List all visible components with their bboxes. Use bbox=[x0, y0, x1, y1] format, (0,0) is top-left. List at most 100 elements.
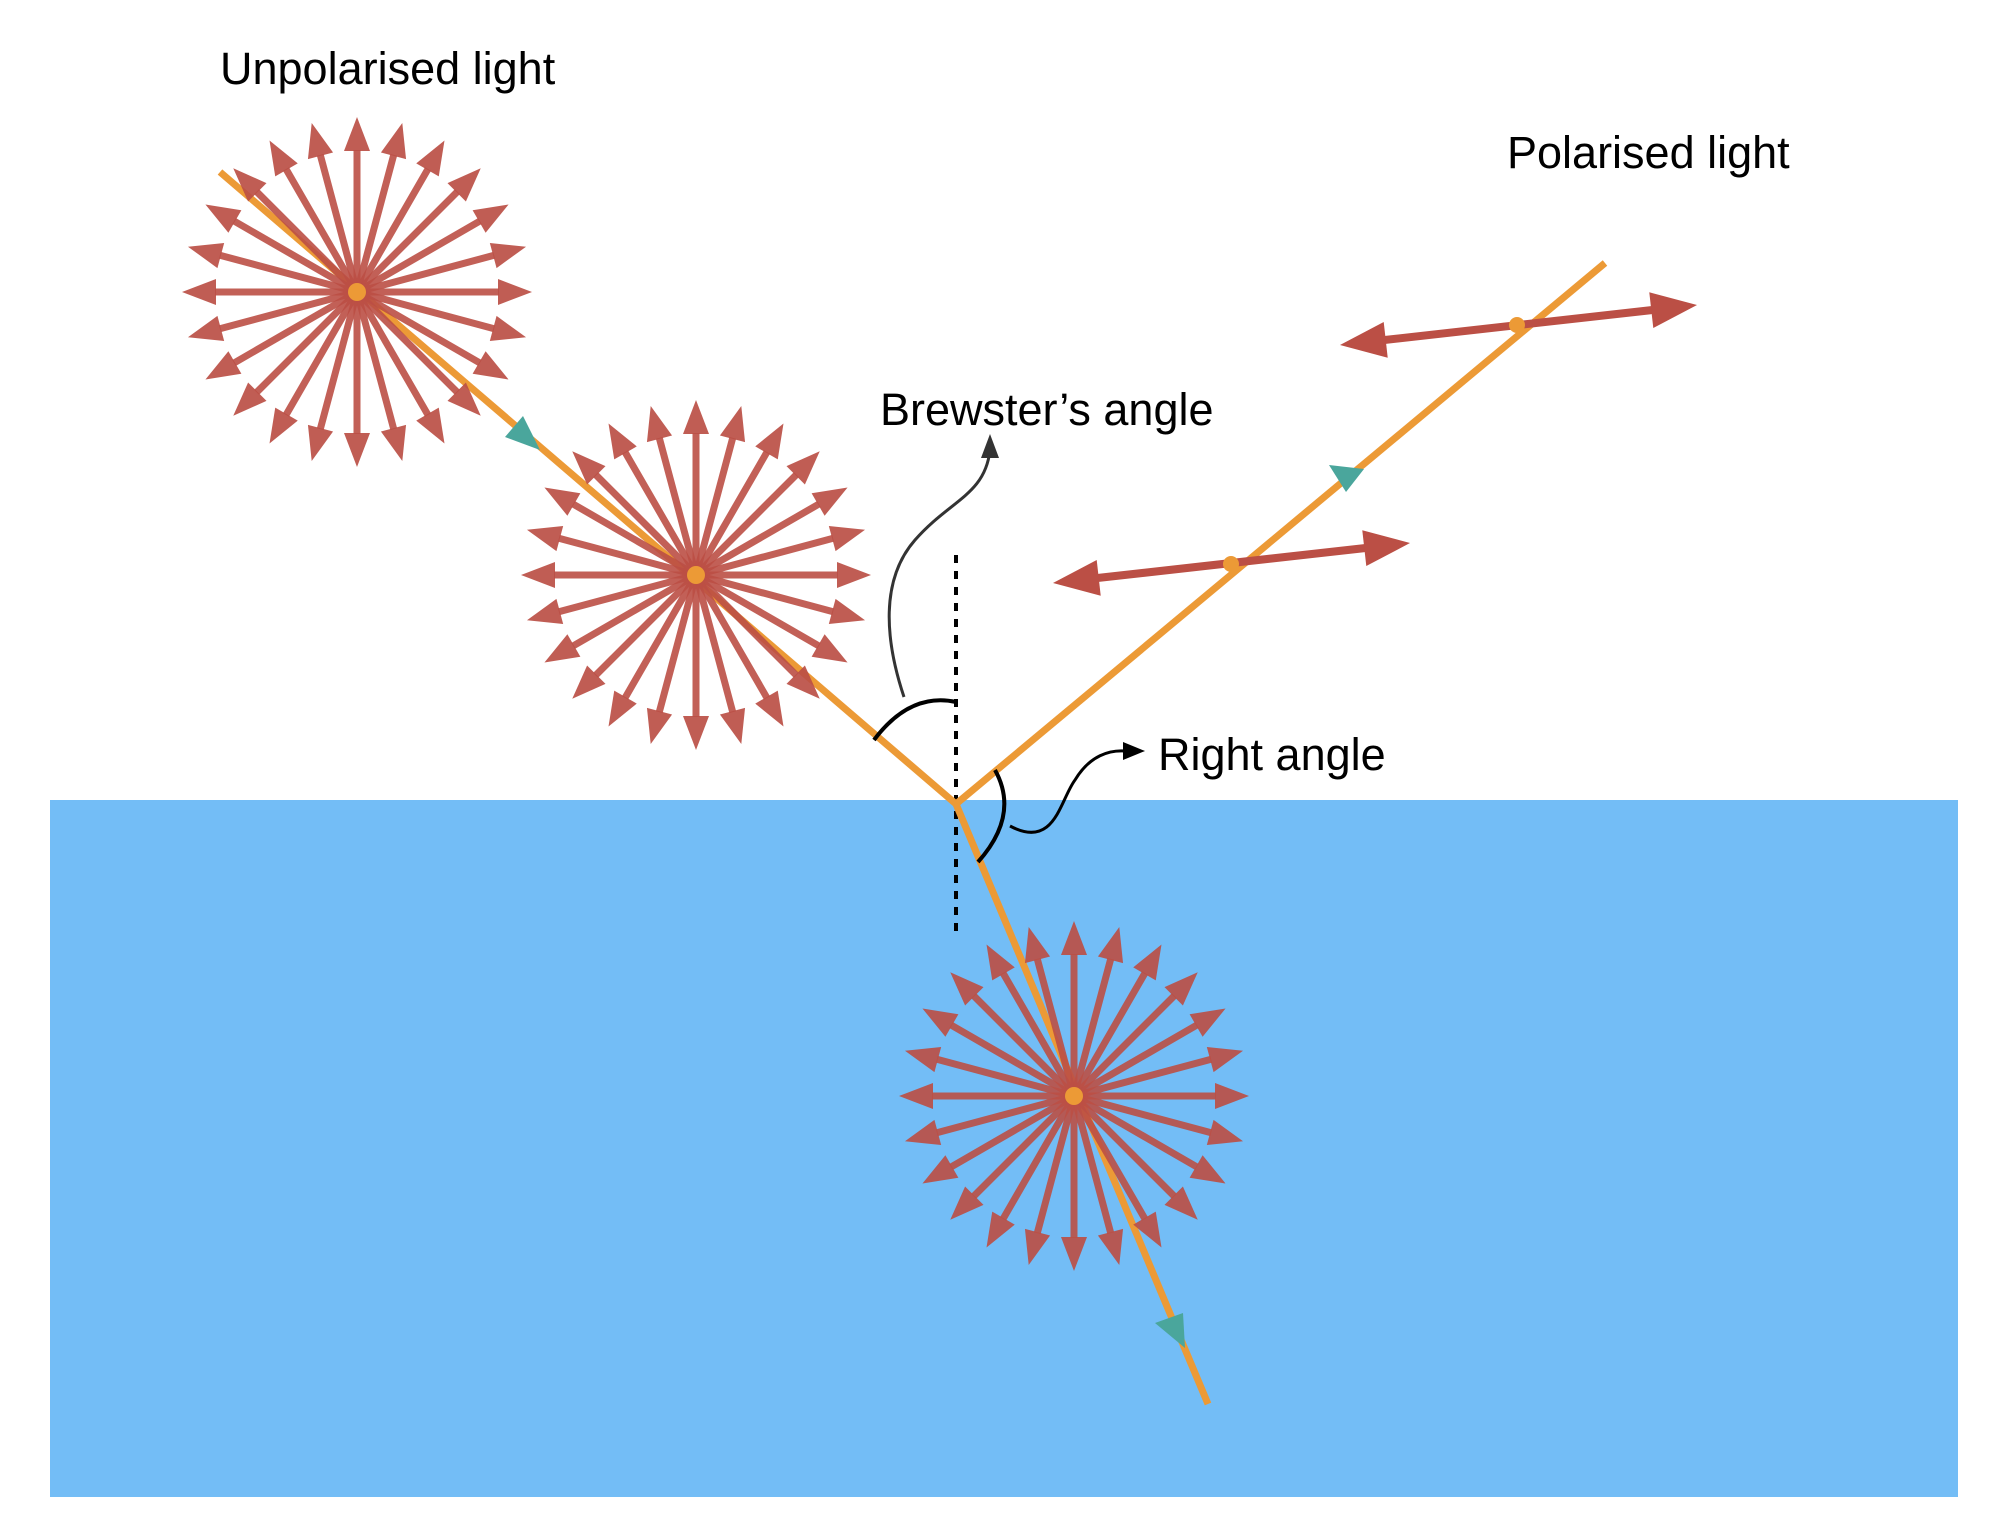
field-vector bbox=[692, 573, 771, 700]
field-vector-arrowhead bbox=[544, 634, 581, 663]
field-vector-arrowhead bbox=[1097, 926, 1124, 964]
field-vector bbox=[1070, 1094, 1149, 1221]
field-vector bbox=[353, 167, 432, 294]
field-vector bbox=[557, 534, 697, 579]
field-vector-arrowhead bbox=[1164, 972, 1198, 1006]
field-vector bbox=[949, 1021, 1076, 1100]
field-vector-arrowhead bbox=[416, 407, 445, 444]
field-vector bbox=[999, 971, 1078, 1098]
field-vector-arrowhead bbox=[899, 1083, 933, 1109]
field-vector-arrowhead bbox=[786, 451, 820, 485]
field-vector-arrowhead bbox=[380, 424, 407, 462]
refractive-medium bbox=[50, 800, 1958, 1497]
field-vector-arrowhead bbox=[986, 944, 1015, 981]
right-angle-label: Right angle bbox=[1158, 729, 1386, 780]
field-vector bbox=[282, 167, 361, 294]
field-vector bbox=[593, 572, 699, 678]
reflected-ray bbox=[953, 260, 1608, 807]
field-vector-arrowhead bbox=[1206, 1046, 1244, 1073]
field-vector-arrowhead bbox=[307, 424, 334, 462]
field-vector-arrowhead bbox=[828, 598, 866, 625]
field-vector-arrowhead bbox=[1061, 921, 1087, 955]
field-vector bbox=[1073, 1055, 1213, 1100]
field-vector-arrowhead bbox=[719, 707, 746, 745]
field-vector-arrowhead bbox=[521, 562, 555, 588]
field-vector-arrowhead bbox=[187, 315, 225, 342]
field-vector-arrowhead bbox=[205, 204, 242, 233]
field-vector bbox=[1070, 1095, 1115, 1235]
field-vector-arrowhead bbox=[526, 525, 564, 552]
field-vector-arrowhead bbox=[683, 716, 709, 750]
field-vector bbox=[971, 1093, 1077, 1199]
field-vector-arrowhead bbox=[922, 1008, 959, 1037]
field-vector bbox=[692, 574, 737, 714]
unpolarised-burst-incident-outer bbox=[182, 117, 532, 467]
field-vector bbox=[1073, 1092, 1213, 1137]
field-vector-arrowhead bbox=[489, 242, 527, 269]
field-vector-arrowhead bbox=[646, 707, 673, 745]
field-vector bbox=[232, 288, 359, 367]
field-vector bbox=[282, 290, 361, 417]
field-vector bbox=[353, 153, 398, 293]
polarisation-arrowhead bbox=[1649, 292, 1697, 329]
field-vector bbox=[218, 288, 358, 333]
polarisation-arrowhead bbox=[1053, 559, 1101, 596]
field-vector-arrowhead bbox=[1133, 1211, 1162, 1248]
field-vector-arrowhead bbox=[786, 665, 820, 699]
field-vector-arrowhead bbox=[1024, 926, 1051, 964]
field-vector-arrowhead bbox=[904, 1046, 942, 1073]
field-vector-arrowhead bbox=[719, 405, 746, 443]
field-vector-arrowhead bbox=[544, 487, 581, 516]
field-vector bbox=[695, 571, 835, 616]
polarised-arrow-lower bbox=[1053, 530, 1410, 596]
refracted-direction-marker bbox=[1155, 1313, 1185, 1348]
field-vector bbox=[999, 1094, 1078, 1221]
field-vector-arrowhead bbox=[447, 168, 481, 202]
field-vector bbox=[655, 436, 700, 576]
right-angle-arc bbox=[976, 769, 1007, 864]
field-vector bbox=[692, 450, 771, 577]
field-vector bbox=[621, 450, 700, 577]
field-vector bbox=[353, 290, 432, 417]
field-vector bbox=[356, 251, 496, 296]
field-vector-arrowhead bbox=[1133, 944, 1162, 981]
field-vector-arrowhead bbox=[950, 1186, 984, 1220]
field-vector bbox=[254, 189, 360, 295]
field-vector-arrowhead bbox=[1097, 1228, 1124, 1266]
reflected-direction-marker bbox=[1329, 465, 1364, 492]
field-vector-arrowhead bbox=[307, 122, 334, 160]
ray-point bbox=[1509, 317, 1525, 333]
field-vector-arrowhead bbox=[269, 140, 298, 177]
unpolarised-burst-refracted bbox=[899, 921, 1249, 1271]
right-pointer-arrowhead bbox=[1123, 742, 1145, 760]
field-vector-arrowhead bbox=[187, 242, 225, 269]
ray-point bbox=[687, 566, 705, 584]
field-vector bbox=[354, 189, 460, 295]
field-vector-arrowhead bbox=[811, 634, 848, 663]
field-vector bbox=[1072, 1021, 1199, 1100]
incident-direction-marker bbox=[505, 416, 540, 450]
field-vector-arrowhead bbox=[233, 382, 267, 416]
field-vector bbox=[1033, 957, 1078, 1097]
field-vector-arrowhead bbox=[472, 351, 509, 380]
field-vector bbox=[356, 288, 496, 333]
field-vector-arrowhead bbox=[344, 117, 370, 151]
field-vector bbox=[1033, 1095, 1078, 1235]
field-vector-arrowhead bbox=[447, 382, 481, 416]
brewster-angle-arc bbox=[872, 698, 957, 742]
field-vector bbox=[571, 500, 698, 579]
field-vector-arrowhead bbox=[498, 279, 532, 305]
right-angle-pointer bbox=[1009, 749, 1126, 834]
field-vector bbox=[316, 153, 361, 293]
field-vector bbox=[218, 251, 358, 296]
field-vector bbox=[971, 993, 1077, 1099]
field-vector bbox=[1072, 1092, 1199, 1171]
field-vector-arrowhead bbox=[811, 487, 848, 516]
field-vector bbox=[655, 574, 700, 714]
field-vector bbox=[621, 573, 700, 700]
field-vector-arrowhead bbox=[755, 690, 784, 727]
unpolarised-light-label: Unpolarised light bbox=[220, 43, 556, 94]
field-vector-arrowhead bbox=[828, 525, 866, 552]
unpolarised-burst-incident-inner bbox=[521, 400, 871, 750]
